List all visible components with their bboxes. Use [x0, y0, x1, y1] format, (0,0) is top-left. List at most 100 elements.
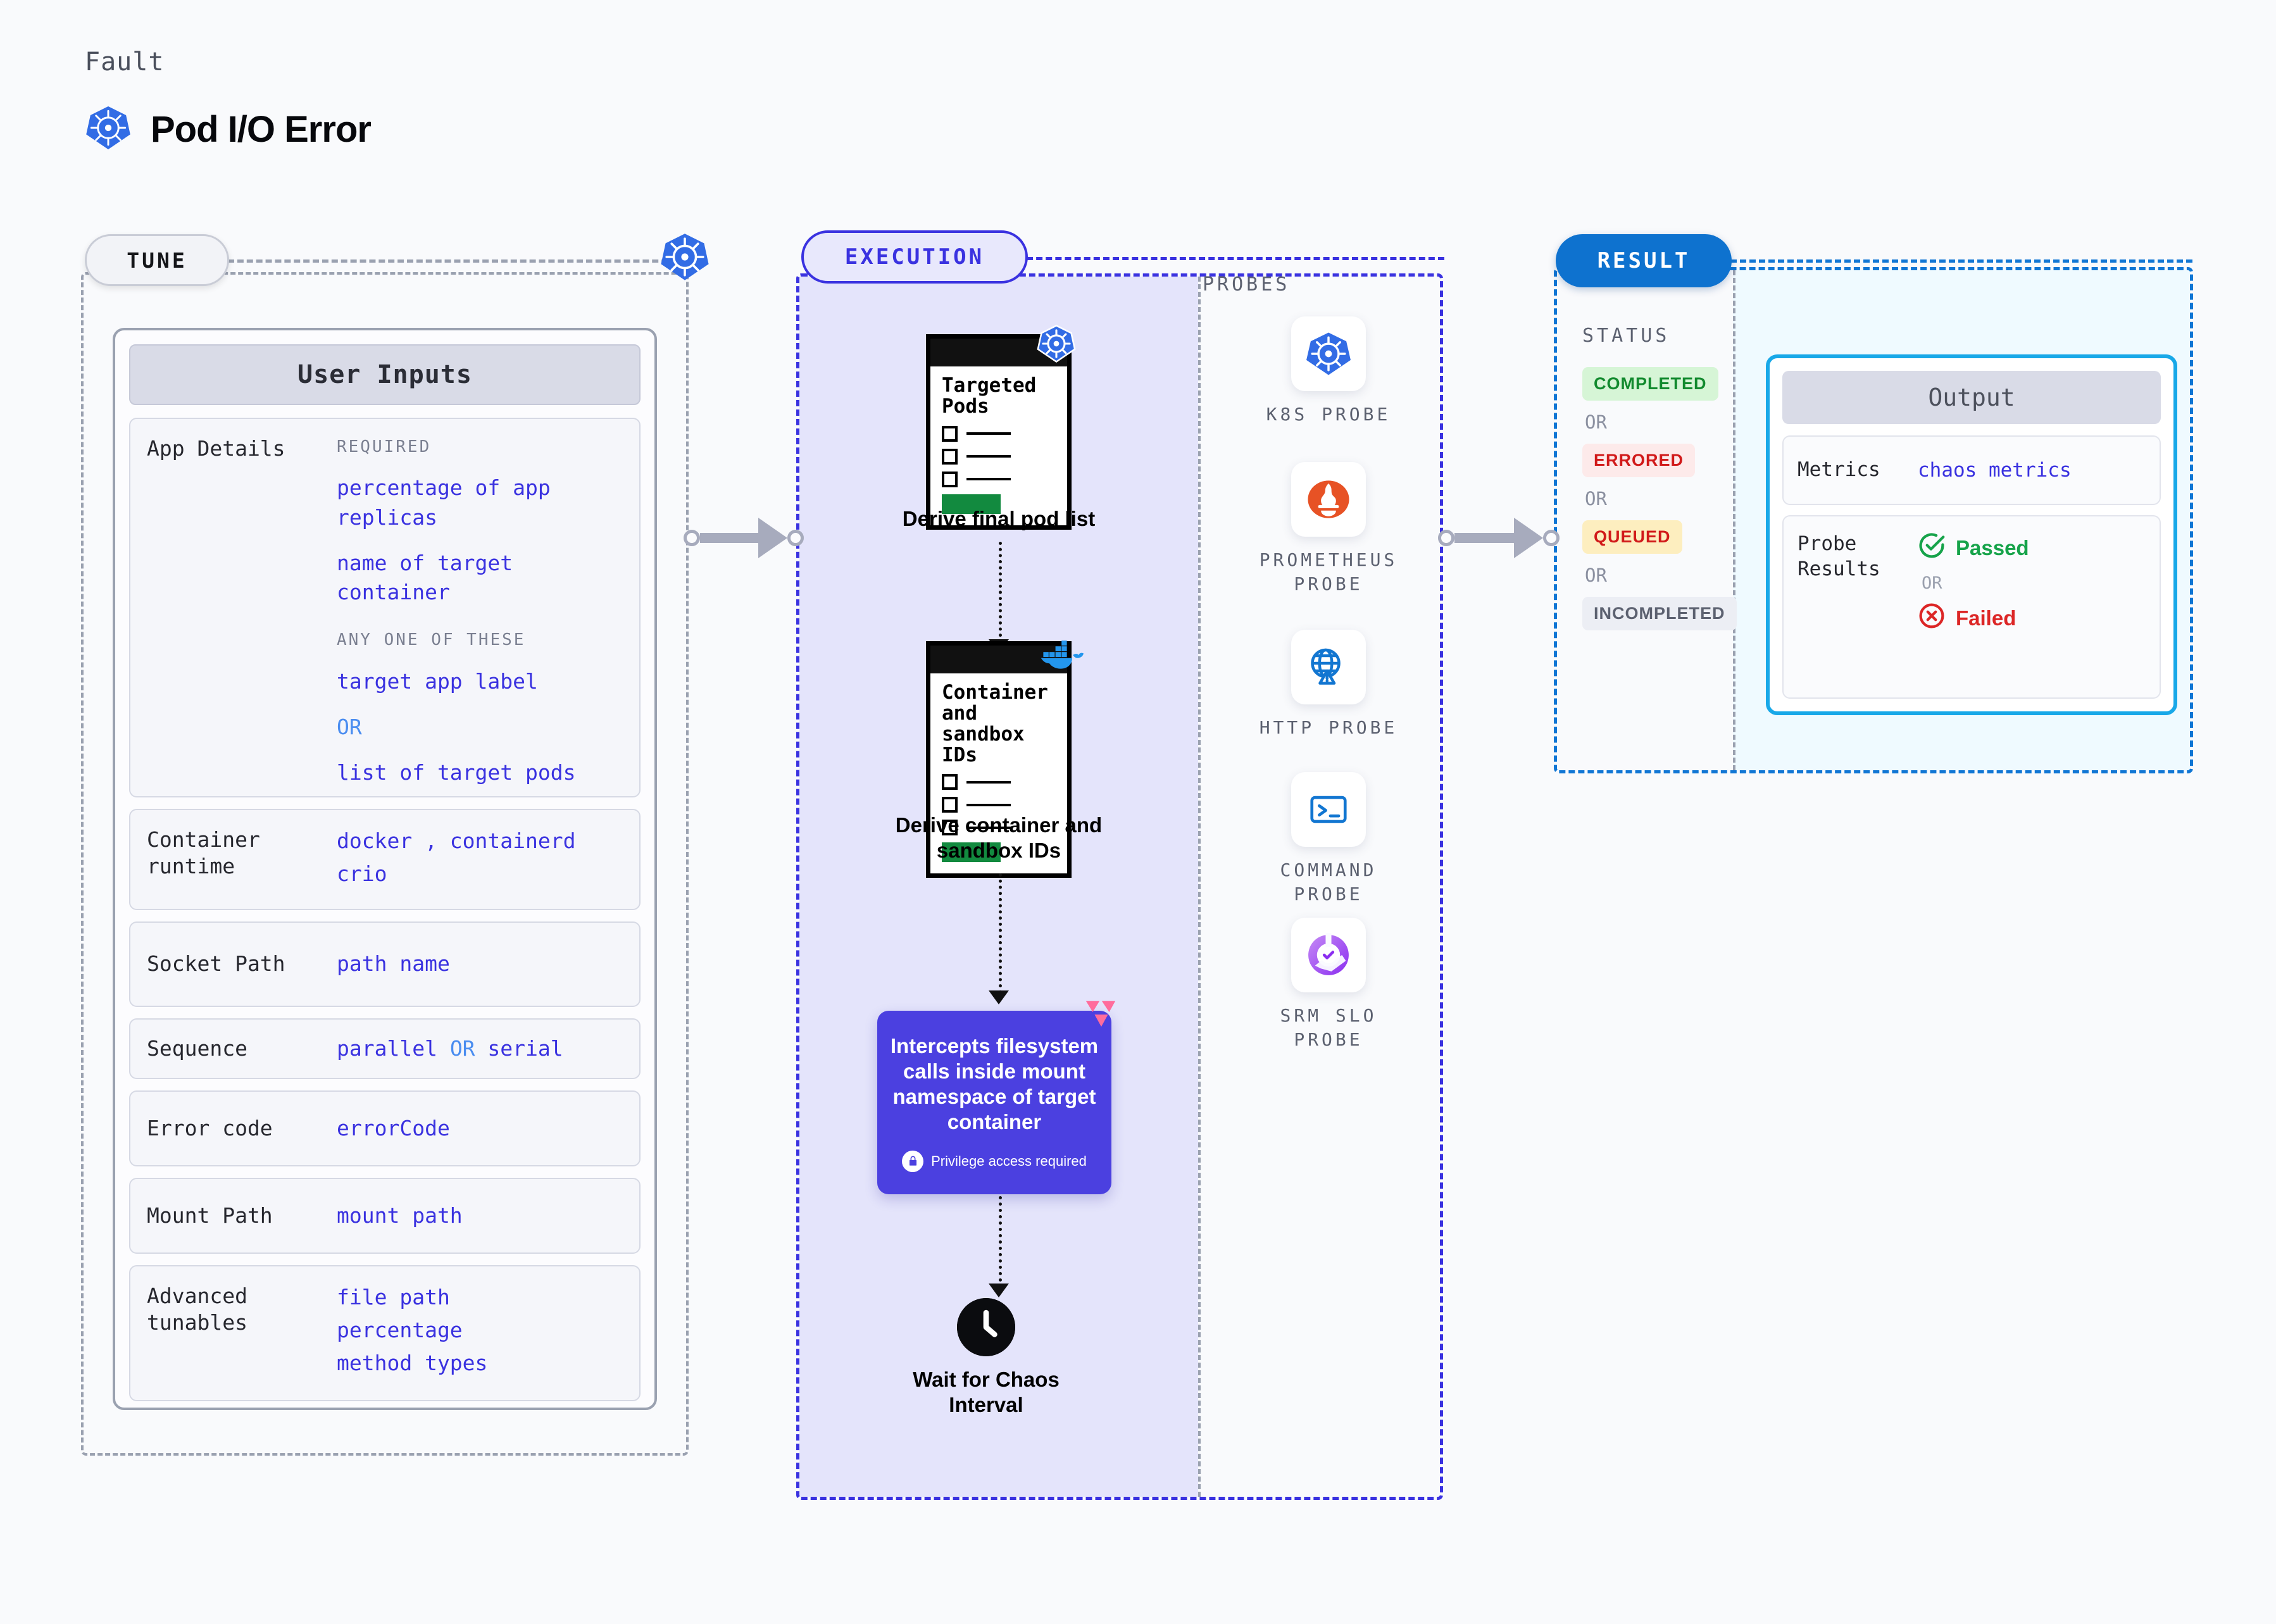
anyone-label: ANY ONE OF THESE — [337, 630, 526, 650]
input-row-error-code[interactable]: Error code errorCode — [129, 1090, 641, 1166]
kubernetes-logo-icon — [1037, 324, 1076, 366]
privilege-note: Privilege access required — [902, 1150, 1087, 1172]
result-tag[interactable]: RESULT — [1556, 234, 1732, 287]
output-card: Output Metrics chaos metrics Probe Resul… — [1766, 354, 2177, 715]
input-value: docker , containerd — [337, 828, 576, 853]
x-circle-icon — [1918, 602, 1946, 635]
status-bar — [942, 842, 1001, 863]
checkbox-icon — [942, 774, 958, 790]
probe-k8s[interactable]: K8S PROBE — [1256, 316, 1401, 427]
output-row-probe-results[interactable]: Probe Results Passed OR — [1782, 515, 2161, 699]
targeted-pods-card: Targeted Pods — [926, 334, 1072, 530]
input-value: mount path — [337, 1202, 463, 1228]
user-inputs-card: User Inputs App Details REQUIRED percent… — [113, 328, 657, 1410]
input-label: Advanced tunables — [147, 1284, 247, 1335]
arrow-head — [1514, 518, 1543, 558]
input-row-sequence[interactable]: Sequence parallel OR serial — [129, 1018, 641, 1079]
tune-tag[interactable]: TUNE — [85, 234, 229, 286]
input-value: path name — [337, 951, 450, 977]
checkbox-icon — [942, 448, 958, 465]
checkbox-icon — [942, 797, 958, 813]
probe-label: K8S PROBE — [1266, 404, 1391, 425]
fault-eyebrow-label: Fault — [85, 47, 165, 77]
output-row-metrics[interactable]: Metrics chaos metrics — [1782, 435, 2161, 505]
required-label: REQUIRED — [337, 437, 432, 456]
card-title: Targeted Pods — [942, 374, 1037, 418]
probe-result-failed: Failed — [1918, 602, 2146, 635]
arrow-start-dot — [684, 530, 700, 546]
card-title: Container and sandbox IDs — [942, 681, 1048, 766]
status-bar — [942, 494, 1001, 514]
arrow-execution-to-result — [1438, 518, 1560, 558]
kubernetes-logo-icon — [85, 104, 132, 154]
input-row-socket-path[interactable]: Socket Path path name — [129, 921, 641, 1007]
kubernetes-logo-icon — [1291, 316, 1366, 391]
input-value: parallel — [337, 1035, 450, 1061]
step-caption-derive-pods: Derive final pod list — [902, 507, 1096, 530]
input-value: percentage of app replicas — [337, 475, 551, 530]
checkbox-icon — [942, 820, 958, 836]
probe-result-label: Passed — [1956, 536, 2029, 559]
user-inputs-title: User Inputs — [129, 344, 641, 405]
probe-label: HTTP PROBE — [1259, 717, 1398, 738]
input-label: Mount Path — [147, 1202, 273, 1228]
list-item — [942, 774, 1056, 790]
status-list: COMPLETED OR ERRORED OR QUEUED OR INCOMP… — [1582, 367, 1737, 630]
line-placeholder — [966, 780, 1011, 784]
input-row-container-runtime[interactable]: Container runtime docker , containerd cr… — [129, 809, 641, 910]
or-separator: OR — [1585, 565, 1607, 586]
probe-command[interactable]: COMMAND PROBE — [1256, 772, 1401, 906]
docker-logo-icon — [1038, 636, 1084, 677]
flow-connector — [999, 873, 1002, 994]
probe-prometheus[interactable]: PROMETHEUS PROBE — [1256, 462, 1401, 596]
or-separator: OR — [1585, 411, 1607, 433]
input-value: crio — [337, 861, 387, 887]
probe-http[interactable]: HTTP PROBE — [1256, 630, 1401, 740]
input-row-advanced-tunables[interactable]: Advanced tunables file path percentage m… — [129, 1265, 641, 1401]
input-value: name of target container — [337, 550, 513, 604]
arrow-head — [758, 518, 787, 558]
flow-arrowhead — [989, 1284, 1009, 1297]
or-separator: OR — [337, 714, 362, 739]
status-badge-queued: QUEUED — [1582, 520, 1682, 554]
clock-icon — [957, 1298, 1015, 1356]
step-caption-derive-ids: Derive container and sandbox IDs — [895, 813, 1103, 862]
intercept-text: Intercepts filesystem calls inside mount… — [890, 1034, 1099, 1134]
list-item — [942, 797, 1056, 813]
line-placeholder — [966, 826, 1011, 829]
line-placeholder — [966, 455, 1011, 458]
probe-label: SRM SLO PROBE — [1280, 1005, 1377, 1050]
input-value: percentage — [337, 1318, 463, 1343]
execution-panel — [796, 273, 1443, 1500]
input-label: Socket Path — [147, 951, 285, 977]
srm-slo-icon — [1291, 918, 1366, 992]
result-connector-line — [1730, 259, 2192, 263]
or-separator: OR — [1922, 573, 1942, 593]
input-row-app-details[interactable]: App Details REQUIRED percentage of app r… — [129, 418, 641, 797]
input-value: target app label — [337, 668, 538, 694]
input-row-mount-path[interactable]: Mount Path mount path — [129, 1178, 641, 1254]
input-label: Sequence — [147, 1035, 247, 1061]
tune-panel — [81, 272, 689, 1456]
arrow-shaft — [700, 533, 758, 543]
line-placeholder — [966, 803, 1011, 806]
result-panel — [1554, 267, 2193, 773]
terminal-icon — [1291, 772, 1366, 847]
input-value: serial — [475, 1035, 563, 1061]
arrow-tune-to-execution — [684, 518, 804, 558]
probes-title: PROBES — [1203, 273, 1291, 296]
input-value: errorCode — [337, 1115, 450, 1140]
input-label: Container runtime — [147, 827, 260, 879]
fault-title-row: Pod I/O Error — [85, 104, 372, 154]
status-title: STATUS — [1582, 325, 1670, 347]
check-circle-icon — [1918, 532, 1946, 565]
execution-tag[interactable]: EXECUTION — [801, 230, 1028, 284]
flow-connector — [999, 542, 1002, 643]
probe-label: PROMETHEUS PROBE — [1259, 549, 1398, 594]
probe-srm-slo[interactable]: SRM SLO PROBE — [1256, 918, 1401, 1052]
output-title: Output — [1782, 371, 2161, 424]
flow-connector — [999, 1196, 1002, 1288]
checkbox-icon — [942, 425, 958, 442]
arrow-shaft — [1454, 533, 1514, 543]
probe-result-label: Failed — [1956, 606, 2017, 630]
